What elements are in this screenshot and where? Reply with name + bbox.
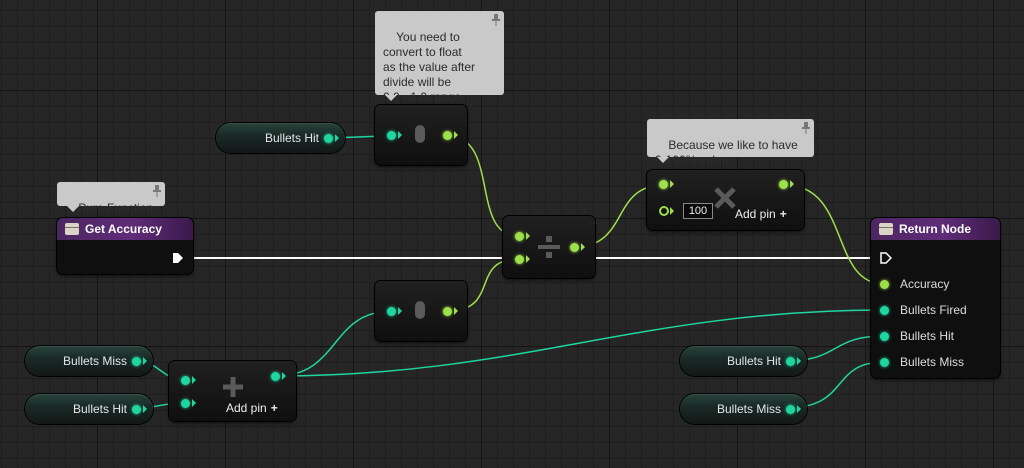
pin-arrow	[143, 357, 147, 365]
divide-node[interactable]	[503, 216, 595, 278]
get-accuracy-node[interactable]: Get Accuracy	[57, 218, 193, 274]
convert-icon	[415, 125, 425, 143]
add-icon	[223, 377, 243, 397]
pin-arrow	[670, 207, 674, 215]
comment-percent-note[interactable]: Because we like to have 0-100% value.	[647, 119, 814, 167]
pin-arrow	[797, 405, 801, 413]
exec-out-pin-icon[interactable]	[172, 252, 184, 264]
comment-text: Pure Function	[78, 201, 154, 215]
pin-arrow	[398, 131, 402, 139]
pin-arrow	[335, 134, 339, 142]
comment-text: You need to convert to float as the valu…	[383, 30, 476, 104]
comment-text: Because we like to have 0-100% value.	[655, 138, 798, 167]
multiply-icon	[714, 187, 736, 209]
bullets-miss-getter-right[interactable]: Bullets Miss	[680, 394, 807, 424]
input-pin[interactable]	[387, 131, 396, 140]
add-node[interactable]: Add pin+	[169, 361, 296, 421]
pushpin-icon[interactable]	[153, 185, 161, 197]
add-pin-button[interactable]: Add pin+	[735, 207, 787, 221]
int-to-float-node[interactable]	[375, 105, 467, 165]
multiply-node[interactable]: 100 Add pin+	[647, 170, 804, 230]
bullets-hit-getter-top[interactable]: Bullets Hit	[216, 123, 345, 153]
pin-label-bullets-fired: Bullets Fired	[900, 303, 967, 317]
node-header: Return Node	[871, 218, 1000, 240]
pin-arrow	[454, 131, 458, 139]
input-b-pin[interactable]	[659, 206, 669, 216]
pin-arrow	[454, 307, 458, 315]
exec-in-pin-icon[interactable]	[880, 252, 892, 264]
variable-output-pin[interactable]	[786, 357, 795, 366]
pin-arrow	[398, 307, 402, 315]
wire-multiply-to-accuracy	[784, 184, 885, 285]
pin-arrow	[670, 180, 674, 188]
variable-output-pin[interactable]	[132, 405, 141, 414]
dividend-pin[interactable]	[515, 232, 524, 241]
bullets-fired-pin[interactable]	[880, 306, 889, 315]
result-pin[interactable]	[271, 372, 280, 381]
variable-label: Bullets Miss	[62, 354, 127, 368]
variable-output-pin[interactable]	[786, 405, 795, 414]
add-pin-label: Add pin	[735, 207, 776, 221]
function-icon	[879, 223, 893, 235]
variable-label: Bullets Miss	[716, 402, 781, 416]
multiplier-value-field[interactable]: 100	[683, 203, 713, 219]
pin-arrow	[526, 255, 530, 263]
divisor-pin[interactable]	[515, 255, 524, 264]
comment-convert-note[interactable]: You need to convert to float as the valu…	[375, 11, 504, 104]
output-pin[interactable]	[443, 131, 452, 140]
bullets-hit-getter-left[interactable]: Bullets Hit	[25, 394, 153, 424]
bullets-hit-pin[interactable]	[880, 332, 889, 341]
pin-arrow	[192, 399, 196, 407]
pin-arrow	[581, 243, 585, 251]
node-title: Return Node	[899, 222, 971, 236]
input-a-pin[interactable]	[181, 376, 190, 385]
pin-arrow	[790, 180, 794, 188]
bullets-hit-getter-right[interactable]: Bullets Hit	[680, 346, 807, 376]
return-node[interactable]: Return Node Accuracy Bullets Fired Bulle…	[871, 218, 1000, 378]
add-pin-button[interactable]: Add pin+	[226, 401, 278, 415]
pin-label-bullets-miss: Bullets Miss	[900, 355, 965, 369]
node-header: Get Accuracy	[57, 218, 193, 240]
int-to-float-node-2[interactable]	[375, 281, 467, 341]
bullets-miss-pin[interactable]	[880, 358, 889, 367]
variable-label: Bullets Hit	[264, 131, 319, 145]
pin-arrow	[192, 376, 196, 384]
variable-label: Bullets Hit	[726, 354, 781, 368]
variable-output-pin[interactable]	[324, 134, 333, 143]
pin-arrow	[526, 232, 530, 240]
node-title: Get Accuracy	[85, 222, 162, 236]
output-pin[interactable]	[443, 307, 452, 316]
divide-icon	[538, 236, 560, 258]
add-pin-label: Add pin	[226, 401, 267, 415]
result-pin[interactable]	[570, 243, 579, 252]
pin-arrow	[797, 357, 801, 365]
plus-icon: +	[270, 401, 278, 415]
wire-add-to-bullets-fired	[275, 309, 885, 377]
accuracy-pin[interactable]	[880, 280, 889, 289]
pin-label-accuracy: Accuracy	[900, 277, 950, 291]
pin-label-bullets-hit: Bullets Hit	[900, 329, 955, 343]
input-b-pin[interactable]	[181, 399, 190, 408]
variable-label: Bullets Hit	[72, 402, 127, 416]
result-pin[interactable]	[779, 180, 788, 189]
input-a-pin[interactable]	[659, 180, 668, 189]
pin-arrow	[282, 372, 286, 380]
plus-icon: +	[779, 207, 787, 221]
pin-arrow	[143, 405, 147, 413]
variable-output-pin[interactable]	[132, 357, 141, 366]
pushpin-icon[interactable]	[492, 14, 500, 26]
input-pin[interactable]	[387, 307, 396, 316]
comment-pure-function[interactable]: Pure Function	[57, 182, 165, 215]
convert-icon	[415, 301, 425, 319]
pushpin-icon[interactable]	[802, 122, 810, 134]
bullets-miss-getter-left[interactable]: Bullets Miss	[25, 346, 153, 376]
function-icon	[65, 223, 79, 235]
